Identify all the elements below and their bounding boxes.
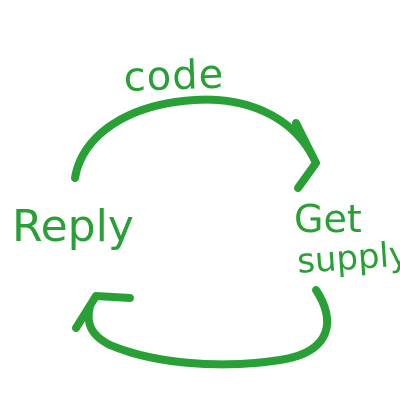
node-label-reply: Reply: [12, 201, 134, 252]
node-label-code: code: [122, 51, 225, 101]
node-label-get: Get: [294, 197, 362, 241]
arrow-code-to-get-supply: [71, 95, 316, 182]
arrow-get-supply-to-reply: [84, 286, 332, 369]
node-label-supply: supply: [295, 234, 400, 282]
arrowhead-get-supply: [292, 119, 320, 192]
arrowhead-reply: [72, 292, 134, 332]
